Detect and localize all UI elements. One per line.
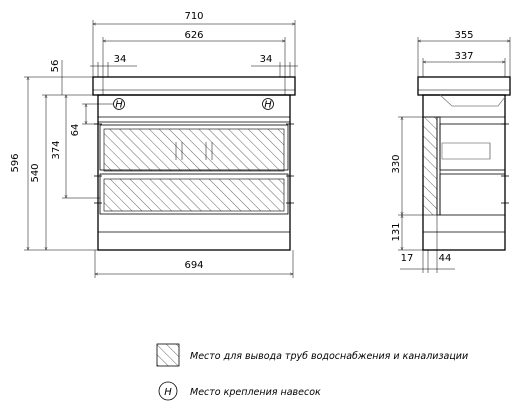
svg-text:374: 374 [51, 140, 62, 159]
dim-side-height-330: 330 [391, 116, 423, 216]
dim-left-offset: 34 [90, 54, 137, 77]
legend-hatch-swatch [156, 343, 180, 367]
svg-text:694: 694 [184, 260, 203, 271]
side-hatch [422, 116, 438, 216]
svg-text:710: 710 [184, 11, 203, 22]
dim-inner-width: 626 [102, 30, 286, 95]
svg-text:64: 64 [70, 124, 81, 137]
legend: Место для вывода труб водоснабжения и ка… [156, 343, 468, 401]
side-countertop [417, 76, 511, 96]
dim-body-height: 540 [30, 94, 98, 250]
svg-text:131: 131 [391, 222, 402, 241]
dim-right-offset: 34 [251, 54, 298, 77]
svg-text:540: 540 [30, 163, 41, 182]
svg-text:337: 337 [454, 51, 473, 62]
front-view: H H 710 626 34 [10, 11, 298, 278]
svg-text:626: 626 [184, 30, 203, 41]
dim-side-bottom: 17 44 [400, 215, 455, 273]
side-view: 355 337 330 131 17 44 [391, 30, 511, 273]
dim-overall-width: 710 [92, 11, 296, 77]
front-cabinet-body [97, 94, 291, 251]
legend-mount-icon [158, 381, 178, 401]
svg-text:34: 34 [114, 54, 127, 65]
dim-bottom-width: 694 [94, 250, 294, 278]
svg-text:H: H [115, 100, 123, 111]
legend-mount-symbol: H [164, 387, 172, 398]
dim-side-depth-inner: 337 [422, 51, 506, 77]
svg-text:355: 355 [454, 30, 473, 41]
svg-text:56: 56 [50, 60, 61, 73]
front-drawer-lower [99, 173, 289, 215]
svg-text:44: 44 [439, 253, 452, 264]
dim-top-height: 56 [50, 60, 63, 95]
svg-text:17: 17 [401, 253, 414, 264]
dim-side-depth-total: 355 [417, 30, 511, 77]
svg-text:34: 34 [260, 54, 273, 65]
svg-text:H: H [264, 100, 272, 111]
svg-text:330: 330 [391, 154, 402, 173]
front-hatch-lower [103, 178, 285, 212]
front-mount-symbol-left: H [113, 98, 125, 111]
front-mount-symbol-right: H [262, 98, 274, 111]
legend-hatch-label: Место для вывода труб водоснабжения и ка… [190, 351, 468, 362]
dim-64: 64 [70, 103, 113, 137]
svg-text:596: 596 [10, 153, 21, 172]
dim-side-height-131: 131 [391, 215, 423, 251]
front-hatch-upper [103, 128, 285, 172]
legend-mount-label: Место крепления навесок [190, 387, 321, 398]
front-countertop [92, 76, 296, 96]
dim-374: 374 [51, 95, 100, 199]
dim-total-height: 596 [10, 76, 98, 251]
